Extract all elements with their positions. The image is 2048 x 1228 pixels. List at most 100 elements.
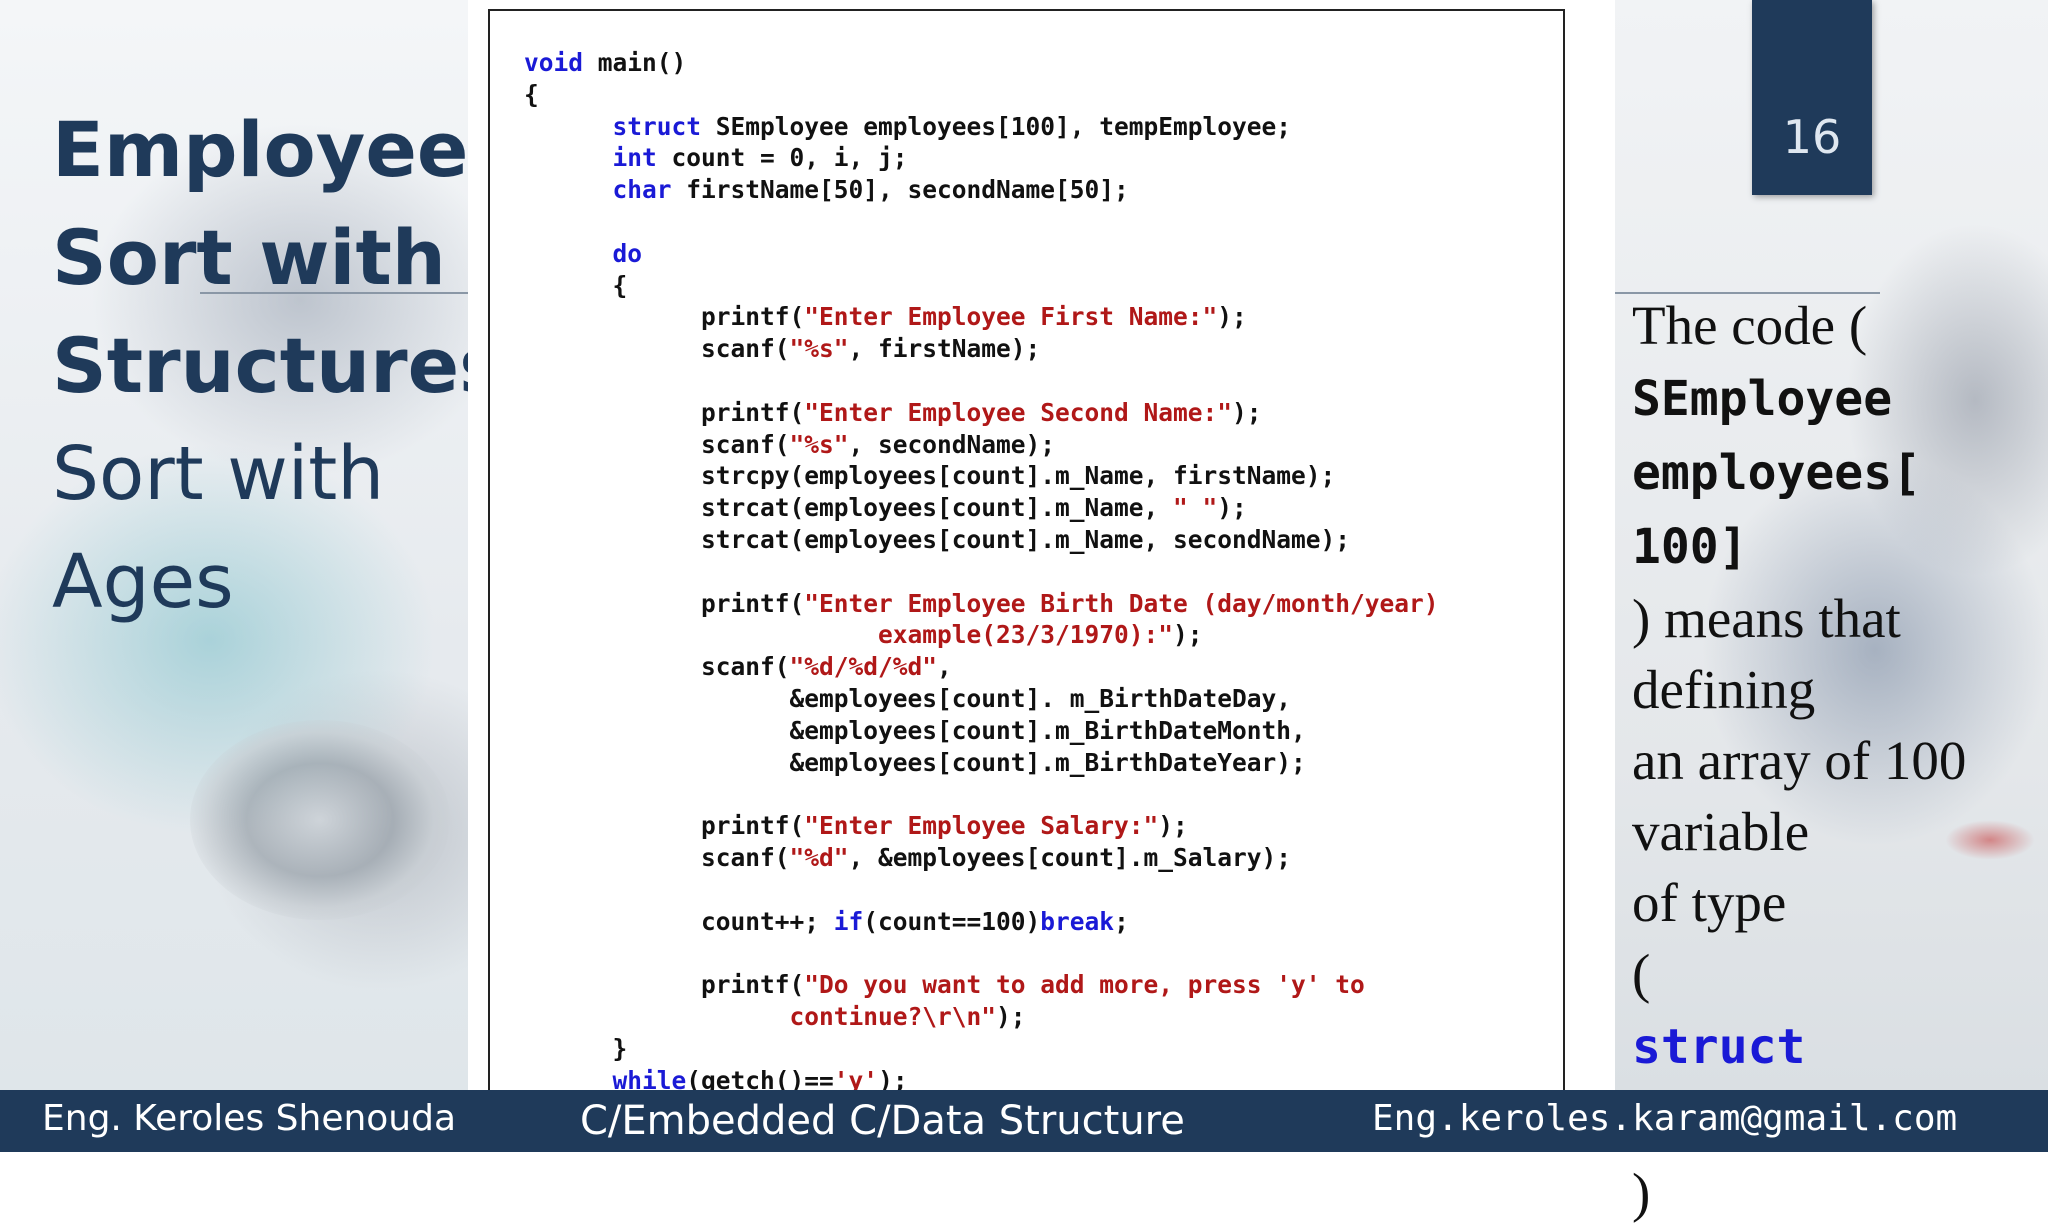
code-line: &employees[count].m_BirthDateYear); bbox=[524, 747, 1439, 779]
code-text: printf( bbox=[524, 811, 805, 841]
code-text: (getch()== bbox=[686, 1065, 834, 1095]
explanation-text: that defining bbox=[1632, 588, 1901, 720]
code-text: &employees[count]. m_BirthDateDay, bbox=[524, 683, 1292, 713]
code-line: count++; if(count==100)break; bbox=[524, 906, 1439, 938]
code-keyword: char bbox=[612, 175, 672, 205]
code-string: "%s" bbox=[789, 334, 849, 364]
code-line: } bbox=[524, 1033, 1439, 1065]
code-line bbox=[524, 206, 1439, 238]
code-line: do bbox=[524, 238, 1439, 270]
code-line bbox=[524, 778, 1439, 810]
code-line: example(23/3/1970):"); bbox=[524, 619, 1439, 651]
code-line: while(getch()=='y'); bbox=[524, 1065, 1439, 1097]
code-text: scanf( bbox=[524, 842, 790, 872]
footer-bar: Eng. Keroles Shenouda C/Embedded C/Data … bbox=[0, 1090, 2048, 1152]
code-text: count = 0, i, j; bbox=[656, 143, 908, 173]
code-text: printf( bbox=[524, 588, 805, 618]
code-string: "Enter Employee Second Name:" bbox=[804, 397, 1233, 427]
code-line: printf("Enter Employee Second Name:"); bbox=[524, 397, 1439, 429]
code-string: " " bbox=[1173, 493, 1218, 523]
code-keyword: void bbox=[524, 48, 584, 77]
code-text: { bbox=[524, 79, 539, 109]
footer-email: Eng.keroles.karam@gmail.com bbox=[1372, 1098, 1958, 1139]
code-explanation: The code ( SEmployee employees[ 100] ) mean… bbox=[1632, 290, 2042, 1228]
title-line: Employee bbox=[52, 105, 469, 194]
title-line: Structures bbox=[52, 321, 505, 410]
code-string: "Enter Employee Salary:" bbox=[804, 811, 1159, 841]
code-line: strcat(employees[count].m_Name, secondNa… bbox=[524, 524, 1439, 556]
code-text: scanf( bbox=[524, 652, 790, 682]
code-text: printf( bbox=[524, 970, 805, 1000]
code-line bbox=[524, 937, 1439, 969]
explanation-code: 100] bbox=[1632, 519, 1748, 575]
code-listing: void main(){ struct SEmployee employees[… bbox=[524, 47, 1439, 1096]
code-text: ); bbox=[1232, 397, 1262, 427]
explanation-text: ) means bbox=[1632, 588, 1805, 649]
code-line: printf("Enter Employee Birth Date (day/m… bbox=[524, 588, 1439, 620]
code-string: "%s" bbox=[789, 429, 849, 459]
code-text: scanf( bbox=[524, 429, 790, 459]
code-text: strcat(employees[count].m_Name, secondNa… bbox=[524, 524, 1351, 554]
code-line: { bbox=[524, 270, 1439, 302]
code-line: void main() bbox=[524, 47, 1439, 79]
car-wheel-graphic bbox=[190, 720, 450, 920]
slide-number: 16 bbox=[1752, 0, 1872, 195]
code-string: "Do you want to add more, press 'y' to bbox=[804, 970, 1365, 1000]
code-line: scanf("%s", secondName); bbox=[524, 429, 1439, 461]
code-text bbox=[524, 143, 613, 172]
code-text: printf( bbox=[524, 397, 805, 427]
code-text: } bbox=[524, 1033, 628, 1063]
code-text: strcat(employees[count].m_Name, bbox=[524, 493, 1174, 523]
code-string: "Enter Employee Birth Date (day/month/ye… bbox=[804, 588, 1439, 618]
explanation-text: variable bbox=[1632, 801, 1810, 862]
code-text: , firstName); bbox=[848, 334, 1041, 364]
code-string: example(23/3/1970):" bbox=[878, 620, 1174, 650]
code-text bbox=[524, 620, 878, 649]
code-line: continue?\r\n"); bbox=[524, 1001, 1439, 1033]
code-text bbox=[524, 112, 613, 141]
footer-author: Eng. Keroles Shenouda bbox=[42, 1098, 457, 1139]
explanation-text: ( bbox=[1632, 943, 1651, 1004]
code-text: scanf( bbox=[524, 334, 790, 364]
footer-course: C/Embedded C/Data Structure bbox=[580, 1098, 1185, 1144]
explanation-text: The code bbox=[1632, 295, 1836, 356]
code-text: firstName[50], secondName[50]; bbox=[671, 175, 1129, 205]
code-text: ); bbox=[1173, 620, 1203, 650]
title-divider bbox=[200, 292, 468, 294]
code-text: , &employees[count].m_Salary); bbox=[848, 842, 1292, 872]
code-string: "%d" bbox=[789, 842, 849, 872]
code-text: ); bbox=[1158, 811, 1188, 841]
car-tail-light-graphic bbox=[1945, 820, 2035, 860]
explanation-text: of type bbox=[1632, 872, 1787, 933]
right-divider bbox=[1615, 292, 1880, 294]
explanation-code: employees[ bbox=[1632, 445, 1921, 501]
code-text: &employees[count].m_BirthDateYear); bbox=[524, 747, 1306, 777]
code-text: { bbox=[524, 270, 628, 300]
code-line: printf("Do you want to add more, press '… bbox=[524, 969, 1439, 1001]
code-text: count++; bbox=[524, 906, 834, 936]
code-text: ); bbox=[996, 1001, 1026, 1031]
code-text: , bbox=[937, 652, 952, 682]
code-text: ); bbox=[878, 1065, 908, 1095]
explanation-code: SEmployee bbox=[1632, 371, 1893, 427]
code-line: strcat(employees[count].m_Name, " "); bbox=[524, 492, 1439, 524]
code-keyword: struct bbox=[612, 111, 702, 141]
code-box: void main(){ struct SEmployee employees[… bbox=[488, 9, 1565, 1113]
code-keyword: do bbox=[612, 238, 643, 268]
code-line bbox=[524, 874, 1439, 906]
code-text: , secondName); bbox=[848, 429, 1056, 459]
code-line: int count = 0, i, j; bbox=[524, 142, 1439, 174]
code-text: ; bbox=[1114, 906, 1129, 936]
code-line: printf("Enter Employee First Name:"); bbox=[524, 301, 1439, 333]
code-line: &employees[count]. m_BirthDateDay, bbox=[524, 683, 1439, 715]
code-panel: void main(){ struct SEmployee employees[… bbox=[468, 0, 1615, 1113]
code-line: &employees[count].m_BirthDateMonth, bbox=[524, 715, 1439, 747]
left-background-decoration bbox=[0, 0, 470, 1090]
code-line: scanf("%d", &employees[count].m_Salary); bbox=[524, 842, 1439, 874]
code-line: strcpy(employees[count].m_Name, firstNam… bbox=[524, 460, 1439, 492]
code-line: scanf("%s", firstName); bbox=[524, 333, 1439, 365]
explanation-text: ( bbox=[1848, 295, 1868, 356]
code-text: (count==100) bbox=[863, 906, 1041, 936]
code-text: strcpy(employees[count].m_Name, firstNam… bbox=[524, 461, 1336, 491]
code-keyword: int bbox=[612, 143, 657, 173]
